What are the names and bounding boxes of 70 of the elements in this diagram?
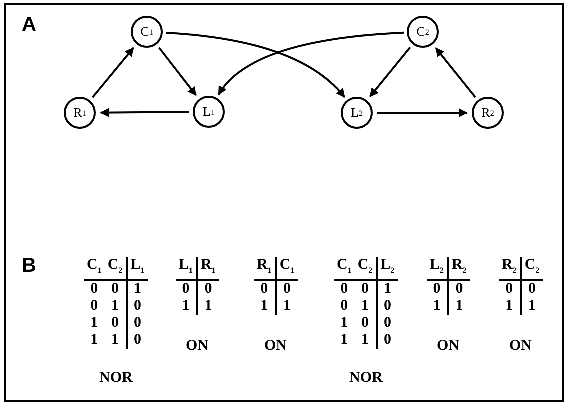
arrow bbox=[100, 108, 189, 118]
table-cell: 0 bbox=[84, 280, 105, 298]
table-header: C$_{2}$ bbox=[354, 257, 377, 280]
table-cell: 1 bbox=[354, 298, 377, 315]
table-cell: 1 bbox=[197, 298, 219, 315]
table-header: L$_{2}$ bbox=[427, 257, 448, 280]
arrow bbox=[435, 48, 476, 98]
table-header: C$_{2}$ bbox=[104, 257, 127, 280]
table-cell: 1 bbox=[104, 298, 127, 315]
table-header: R$_{2}$ bbox=[448, 257, 470, 280]
table-cell: 1 bbox=[427, 298, 448, 315]
table-cell: 0 bbox=[427, 280, 448, 298]
table-cell-text: 1 bbox=[340, 315, 350, 332]
gate-caption: ON bbox=[437, 338, 460, 355]
table-cell: 0 bbox=[126, 315, 148, 332]
table-cell: 0 bbox=[376, 332, 398, 349]
table-cell-text: 0 bbox=[90, 298, 100, 315]
table-cell: 0 bbox=[104, 280, 127, 298]
table-cell: 1 bbox=[520, 298, 543, 315]
table-header: C$_{1}$ bbox=[334, 257, 355, 280]
table-cell: 0 bbox=[126, 298, 148, 315]
table-cell: 1 bbox=[354, 332, 377, 349]
table-cell: 0 bbox=[104, 315, 127, 332]
table-cell: 0 bbox=[176, 280, 198, 298]
gate-caption: ON bbox=[510, 338, 532, 355]
table-cell-text: 1 bbox=[340, 332, 350, 349]
table-header: L$_{2}$ bbox=[376, 257, 398, 280]
table-cell: 0 bbox=[499, 280, 521, 298]
table-header: R$_{1}$ bbox=[197, 257, 219, 280]
table-cell: 1 bbox=[448, 298, 470, 315]
panel-letter: B bbox=[22, 255, 36, 278]
gate-caption: ON bbox=[264, 338, 287, 355]
table-header: R$_{1}$ bbox=[254, 257, 276, 280]
table-cell: 0 bbox=[334, 280, 355, 298]
arrow bbox=[377, 108, 468, 118]
table-cell: 0 bbox=[354, 280, 377, 298]
table-header: L$_{1}$ bbox=[176, 257, 198, 280]
panel-letter: A bbox=[22, 14, 36, 37]
table-cell: 1 bbox=[104, 332, 127, 349]
gate-caption: NOR bbox=[100, 370, 133, 387]
table-cell-text: 0 bbox=[340, 298, 350, 315]
table-cell: 0 bbox=[520, 280, 543, 298]
table-cell: 0 bbox=[376, 298, 398, 315]
table-cell: 0 bbox=[448, 280, 470, 298]
table-cell: 1 bbox=[254, 298, 276, 315]
gate-caption: NOR bbox=[350, 370, 383, 387]
table-cell: 1 bbox=[176, 298, 198, 315]
gate-caption: ON bbox=[186, 338, 208, 355]
table-header: C$_{1}$ bbox=[276, 257, 298, 280]
table-cell-text: 1 bbox=[90, 315, 100, 332]
table-cell-text: 1 bbox=[90, 332, 100, 349]
table-cell: 0 bbox=[126, 332, 148, 349]
table-header: C$_{2}$ bbox=[520, 257, 543, 280]
arrow bbox=[92, 48, 134, 98]
table-cell: 1 bbox=[126, 280, 148, 298]
table-header: C$_{1}$ bbox=[84, 257, 105, 280]
table-cell: 0 bbox=[276, 280, 298, 298]
table-header: L$_{1}$ bbox=[126, 257, 148, 280]
arrow bbox=[370, 46, 412, 98]
arrow bbox=[158, 47, 197, 96]
table-cell: 0 bbox=[197, 280, 219, 298]
table-cell: 0 bbox=[354, 315, 377, 332]
table-cell: 1 bbox=[499, 298, 521, 315]
table-cell: 1 bbox=[276, 298, 298, 315]
arrow bbox=[218, 32, 404, 96]
arrow bbox=[166, 32, 346, 98]
table-cell: 0 bbox=[376, 315, 398, 332]
table-cell: 0 bbox=[254, 280, 276, 298]
table-header: R$_{2}$ bbox=[499, 257, 521, 280]
table-cell: 1 bbox=[376, 280, 398, 298]
